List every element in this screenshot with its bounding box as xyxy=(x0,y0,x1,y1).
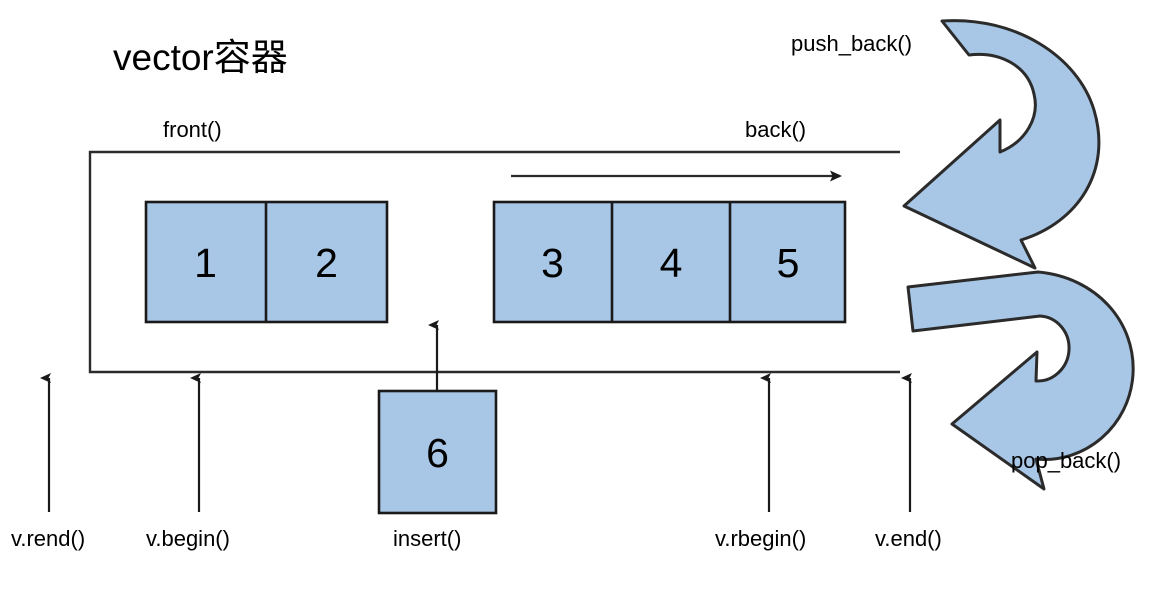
label-v-end: v.end() xyxy=(875,526,942,551)
cell-group-left xyxy=(144,200,389,324)
cell-value-5: 5 xyxy=(776,240,800,286)
vector-container-outline xyxy=(88,150,900,374)
label-front: front() xyxy=(163,117,222,142)
page-title: vector容器 xyxy=(113,37,288,78)
label-insert: insert() xyxy=(393,526,462,551)
cell-value-6: 6 xyxy=(426,430,449,476)
cell-value-1: 1 xyxy=(194,240,217,286)
pop-back-arrow-shape xyxy=(906,270,1135,491)
label-v-rend: v.rend() xyxy=(11,526,86,551)
cell-value-3: 3 xyxy=(541,240,564,286)
label-push-back: push_back() xyxy=(791,31,913,56)
cell-value-2: 2 xyxy=(315,240,338,286)
label-v-begin: v.begin() xyxy=(146,526,230,551)
label-back: back() xyxy=(745,117,807,142)
cell-value-4: 4 xyxy=(659,240,683,286)
label-pop-back: pop_back() xyxy=(1011,448,1122,473)
push-back-arrow-shape xyxy=(902,19,1101,270)
label-v-rbegin: v.rbegin() xyxy=(715,526,807,551)
cell-group-right xyxy=(492,200,847,324)
